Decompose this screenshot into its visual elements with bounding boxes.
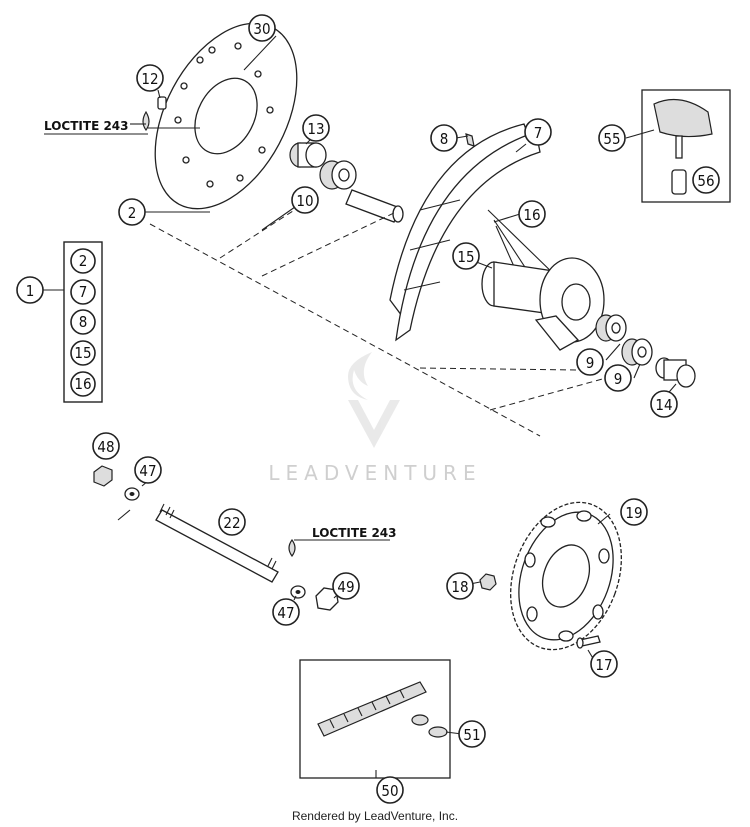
svg-text:55: 55 [603, 130, 620, 148]
rim-lock [653, 98, 713, 159]
callout-48: 48 [92, 432, 120, 460]
callout-16: 16 [518, 200, 546, 228]
callout-17: 17 [590, 650, 618, 678]
svg-text:8: 8 [79, 313, 88, 331]
assembly-line-2 [219, 199, 311, 259]
svg-text:7: 7 [79, 283, 88, 301]
loctite-label-1: LOCTITE 243 [44, 119, 129, 133]
callout-13: 13 [302, 114, 330, 142]
disc-screw [142, 96, 167, 132]
watermark-logo [348, 352, 400, 448]
callout-10: 10 [291, 186, 319, 214]
callout-9b: 9 [604, 364, 632, 392]
sprocket-nut [479, 573, 497, 591]
callout-50: 50 [376, 776, 404, 804]
rear-axle [155, 503, 279, 583]
wheel-bearing-right-2 [621, 338, 653, 366]
svg-text:12: 12 [141, 70, 158, 88]
wheel-spacer-right [655, 357, 696, 388]
wheel-rim [389, 123, 541, 342]
callout-1: 1 [16, 276, 44, 304]
svg-text:9: 9 [586, 354, 595, 372]
distance-tube [345, 189, 404, 223]
kit-item-8: 8 [70, 309, 96, 335]
axle-nut-right [315, 587, 339, 611]
svg-text:9: 9 [614, 370, 623, 388]
callout-19: 19 [620, 498, 648, 526]
svg-text:16: 16 [523, 206, 540, 224]
svg-text:17: 17 [595, 656, 612, 674]
callout-47a: 47 [134, 456, 162, 484]
callout-12: 12 [136, 64, 164, 92]
svg-text:56: 56 [697, 172, 714, 190]
callout-55: 55 [598, 124, 626, 152]
svg-text:16: 16 [74, 375, 91, 393]
callout-22: 22 [218, 508, 246, 536]
callout-30: 30 [248, 14, 276, 42]
svg-text:51: 51 [463, 726, 480, 744]
kit-item-16: 16 [70, 371, 96, 397]
svg-text:49: 49 [337, 578, 354, 596]
axle-washer-right [290, 585, 306, 599]
svg-text:1: 1 [26, 282, 35, 300]
drive-chain [317, 681, 427, 737]
assembly-line-3 [261, 211, 397, 277]
callout-56: 56 [692, 166, 720, 194]
kit-item-7: 7 [70, 279, 96, 305]
callout-7: 7 [524, 118, 552, 146]
svg-text:47: 47 [139, 462, 156, 480]
svg-text:14: 14 [655, 396, 672, 414]
callout-18: 18 [446, 572, 474, 600]
svg-text:47: 47 [277, 604, 294, 622]
wheel-bearing-right-1 [595, 314, 627, 342]
loctite-drop-2 [288, 538, 296, 558]
assembly-line-5 [489, 377, 607, 411]
valve-nut [671, 169, 687, 195]
svg-text:8: 8 [440, 130, 449, 148]
callout-8: 8 [430, 124, 458, 152]
assembly-line-1 [149, 223, 541, 437]
wheel-spacer [289, 142, 327, 168]
callout-51: 51 [458, 720, 486, 748]
svg-text:48: 48 [97, 438, 114, 456]
svg-text:15: 15 [457, 248, 474, 266]
svg-text:22: 22 [223, 514, 240, 532]
svg-text:13: 13 [307, 120, 324, 138]
svg-text:2: 2 [128, 204, 137, 222]
callout-14: 14 [650, 390, 678, 418]
wheel-hub [481, 209, 605, 351]
svg-text:2: 2 [79, 252, 88, 270]
callout-15: 15 [452, 242, 480, 270]
svg-text:15: 15 [74, 344, 91, 362]
axle-nut [93, 465, 113, 487]
sprocket-bolt [576, 635, 601, 649]
svg-text:30: 30 [253, 20, 270, 38]
watermark-text: LEADVENTURE [268, 461, 481, 485]
svg-text:19: 19 [625, 504, 642, 522]
kit-item-2: 2 [70, 248, 96, 274]
callout-9a: 9 [576, 348, 604, 376]
svg-text:18: 18 [451, 578, 468, 596]
brake-disc [154, 22, 298, 210]
callout-47b: 47 [272, 598, 300, 626]
footer-credit: Rendered by LeadVenture, Inc. [292, 809, 458, 823]
callout-2: 2 [118, 198, 146, 226]
wheel-bearing-left [319, 160, 357, 190]
callout-49: 49 [332, 572, 360, 600]
rear-sprocket [510, 501, 622, 651]
svg-text:50: 50 [381, 782, 398, 800]
svg-text:10: 10 [296, 192, 313, 210]
loctite-label-2: LOCTITE 243 [312, 526, 397, 540]
kit-item-15: 15 [70, 340, 96, 366]
svg-text:7: 7 [534, 124, 543, 142]
assembly-line-4 [419, 367, 581, 371]
spoke-nipple [465, 133, 475, 147]
axle-washer-left [124, 487, 140, 501]
